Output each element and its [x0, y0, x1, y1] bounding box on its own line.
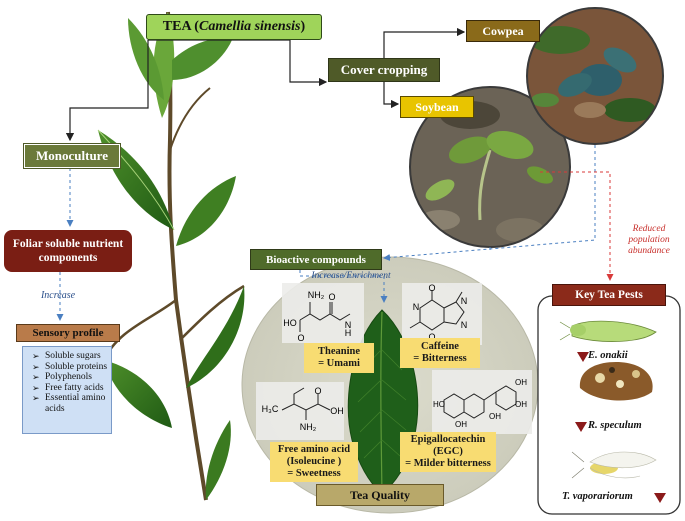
egc-structure-panel	[432, 370, 532, 434]
theanine-name: Theanine	[317, 346, 360, 357]
theanine-n-label: N	[344, 320, 352, 330]
theanine-ho-label: HO	[283, 318, 297, 328]
tea-title-suffix: )	[300, 19, 306, 34]
soybean-photo	[409, 86, 571, 248]
isoleucine-line3: = Sweetness	[287, 468, 341, 479]
isoleucine-o-label: O	[314, 386, 322, 396]
pests-title: Key Tea Pests	[552, 284, 666, 306]
soybean-box: Soybean	[400, 96, 474, 118]
theanine-o2-label: O	[328, 292, 336, 302]
t-vaporariorum-illustration	[571, 451, 657, 479]
caffeine-structure	[409, 290, 465, 331]
isoleucine-line2: (Isoleucine )	[286, 456, 342, 467]
tea-title-species: Camellia sinensis	[198, 19, 301, 34]
tea-quality-box: Tea Quality	[316, 484, 444, 506]
increase-enrichment-label: Increase/Enrichment	[311, 271, 391, 281]
caffeine-o-label: O	[428, 283, 436, 293]
pest-name-e-onakii: E. onakii	[588, 350, 628, 361]
theanine-structure	[299, 302, 351, 332]
egc-label: Epigallocatechin (EGC) = Milder bitterne…	[400, 432, 496, 472]
egc-oh2-label: OH	[515, 400, 527, 409]
theanine-h-label: H	[344, 328, 352, 338]
e-onakii-decrease-icon	[577, 352, 589, 362]
theanine-effect: = Umami	[318, 358, 360, 369]
egc-line3: = Milder bitterness	[405, 458, 491, 469]
t-vaporariorum-decrease-icon	[654, 493, 666, 503]
caffeine-label: Caffeine = Bitterness	[400, 338, 480, 368]
egc-oh3-label: OH	[489, 412, 501, 421]
cowpea-photo	[526, 7, 664, 145]
caffeine-structure-panel	[402, 283, 482, 345]
reduced-abundance-label: Reduced population abundance	[628, 224, 670, 256]
theanine-label: Theanine = Umami	[304, 343, 374, 373]
isoleucine-structure-panel	[256, 382, 344, 440]
egc-line1: Epigallocatechin	[410, 434, 486, 445]
caffeine-name: Caffeine	[421, 341, 459, 352]
egc-ho-label: HO	[433, 400, 445, 409]
caffeine-o2-label: O	[428, 332, 436, 342]
tea-title-box: TEA (Camellia sinensis)	[146, 14, 322, 40]
caffeine-n-label: N	[412, 302, 420, 312]
pest-name-r-speculum: R. speculum	[588, 420, 642, 431]
sensory-title: Sensory profile	[16, 324, 120, 342]
theanine-nh2-label: NH₂	[307, 290, 325, 300]
increase-label: Increase	[40, 290, 76, 301]
cover-cropping-box: Cover cropping	[328, 58, 440, 82]
sensory-item: Soluble sugars	[32, 351, 107, 362]
isoleucine-nh2-label: NH₂	[299, 422, 317, 432]
isoleucine-structure	[281, 387, 331, 420]
bioactive-box: Bioactive compounds	[250, 249, 382, 270]
egc-structure	[443, 385, 517, 419]
isoleucine-h3c-label: H₃C	[261, 404, 279, 414]
egc-oh4-label: OH	[455, 420, 467, 429]
e-onakii-illustration	[559, 320, 657, 342]
theanine-o-label: O	[297, 333, 305, 343]
cowpea-box: Cowpea	[466, 20, 540, 42]
tea-title-prefix: TEA (	[162, 19, 199, 34]
sensory-item: Polyphenols	[32, 372, 107, 383]
isoleucine-oh-label: OH	[330, 406, 344, 416]
caffeine-n3-label: N	[460, 320, 468, 330]
isoleucine-label: Free amino acid (Isoleucine ) = Sweetnes…	[270, 442, 358, 482]
monoculture-box: Monoculture	[23, 143, 121, 169]
egc-line2: (EGC)	[433, 446, 463, 457]
egc-oh-label: OH	[515, 378, 527, 387]
sensory-list-box: Soluble sugars Soluble proteins Polyphen…	[22, 346, 112, 434]
sensory-list: Soluble sugars Soluble proteins Polyphen…	[31, 351, 107, 414]
caffeine-n2-label: N	[460, 296, 468, 306]
caffeine-effect: = Bitterness	[413, 353, 467, 364]
sensory-item: Soluble proteins	[32, 362, 107, 373]
theanine-structure-panel	[282, 283, 364, 343]
foliar-box: Foliar soluble nutrient components	[4, 230, 132, 272]
sensory-item: Free fatty acids	[32, 383, 107, 394]
r-speculum-illustration	[579, 362, 653, 401]
sensory-item: Essential amino acids	[32, 393, 107, 414]
pest-name-t-vaporariorum: T. vaporariorum	[562, 491, 633, 502]
r-speculum-decrease-icon	[575, 422, 587, 432]
isoleucine-line1: Free amino acid	[277, 444, 351, 455]
